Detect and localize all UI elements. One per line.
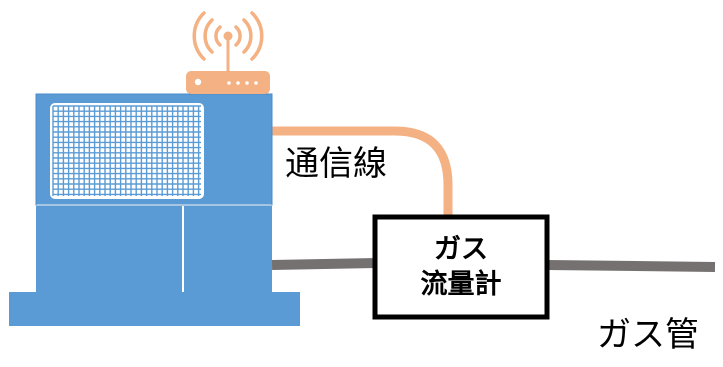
device-base xyxy=(9,292,300,326)
antenna-signal-icon xyxy=(192,11,264,61)
gas-pipe-left xyxy=(271,258,377,270)
gas-pipe-label: ガス管 xyxy=(597,315,699,355)
gas-flow-meter-label: ガス 流量計 xyxy=(375,217,547,317)
communication-line xyxy=(272,126,453,217)
ventilation-grille xyxy=(50,103,204,199)
gas-flow-meter-label-line2: 流量計 xyxy=(420,269,502,300)
gas-pipe-right xyxy=(546,260,716,272)
gas-flow-meter-box xyxy=(372,214,550,320)
wifi-router-icon xyxy=(186,36,270,94)
gas-flow-meter-label-line1: ガス xyxy=(434,233,488,265)
communication-line-label: 通信線 xyxy=(285,144,387,184)
